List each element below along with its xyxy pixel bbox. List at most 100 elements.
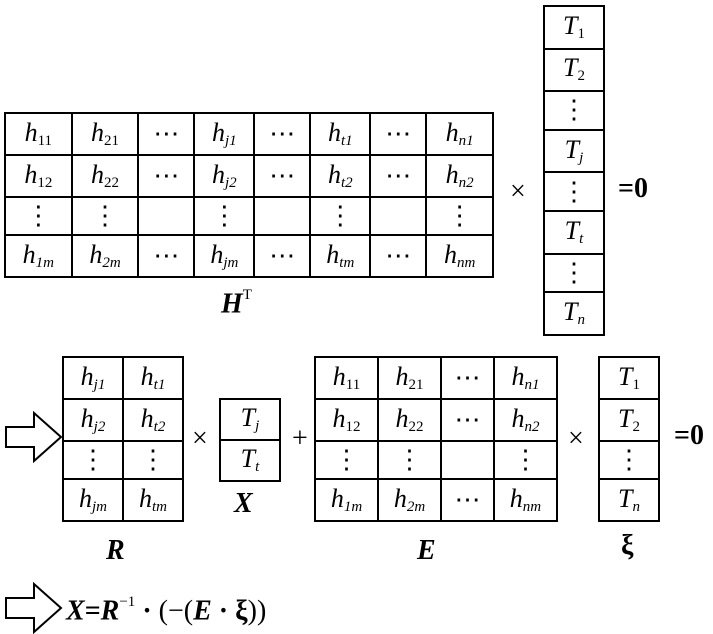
vector-row: ⋮: [598, 439, 660, 481]
final-xi: ξ: [235, 595, 248, 627]
cell-subscript: 11: [345, 376, 361, 393]
cell-subscript: n1: [458, 132, 474, 149]
x-label: X: [234, 488, 253, 519]
cell-subscript: 1m: [343, 498, 363, 515]
cell-symbol: h: [327, 159, 341, 189]
matrix-cell: ⋮: [377, 439, 443, 481]
cell-subscript: jm: [92, 498, 107, 515]
cell-symbol: h: [91, 159, 104, 189]
cell-symbol: h: [393, 483, 407, 513]
vector-row: Tj: [543, 128, 605, 174]
matrix-cell: hj1: [62, 356, 124, 400]
vector-cell: ⋮: [543, 252, 605, 294]
cell-symbol: T: [563, 297, 578, 327]
matrix-cell: ⋮: [193, 195, 256, 237]
cell-symbol: h: [445, 159, 459, 189]
matrix-cell: hn1: [425, 112, 494, 156]
cell-symbol: h: [140, 361, 154, 391]
final-e: E: [193, 595, 212, 627]
vector-cell: Tj: [543, 128, 605, 174]
cell-subscript: t: [579, 230, 584, 247]
cell-subscript: t1: [340, 132, 353, 149]
cell-symbol: h: [509, 483, 523, 513]
final-r-inverse: −1: [119, 594, 136, 610]
cell-symbol: h: [332, 403, 346, 433]
vector-row: T2: [598, 397, 660, 442]
cell-subscript: j2: [93, 418, 106, 435]
matrix-cell: [137, 195, 196, 237]
cell-symbol: ⋯: [385, 241, 412, 271]
cell-subscript: j1: [224, 132, 237, 149]
cell-subscript: t1: [153, 376, 166, 393]
matrix-row: hj1 ht1: [62, 356, 184, 400]
matrix-cell: ⋯: [137, 153, 196, 198]
cell-symbol: h: [395, 361, 409, 391]
matrix-cell: ⋯: [440, 478, 495, 522]
vector-row: Tn: [543, 291, 605, 336]
cell-subscript: 12: [345, 418, 361, 435]
cell-subscript: n2: [524, 418, 540, 435]
cell-subscript: jm: [223, 254, 239, 271]
matrix-row: ⋮ ⋮ ⋮: [313, 439, 559, 481]
cell-subscript: tm: [339, 254, 355, 271]
final-dot-1: ·: [142, 595, 152, 627]
matrix-cell: ⋯: [253, 234, 312, 278]
matrix-cell: ⋮: [70, 195, 140, 237]
result-arrow-icon: [5, 582, 63, 634]
cell-symbol: ⋯: [269, 241, 296, 271]
cell-subscript: nm: [522, 498, 542, 515]
matrix-cell: h12: [4, 153, 73, 198]
cell-symbol: h: [24, 117, 38, 147]
vector-row: T2: [543, 47, 605, 93]
cell-symbol: T: [240, 444, 256, 474]
vector-row: Tn: [598, 478, 660, 522]
cell-symbol: ⋮: [333, 444, 360, 474]
cell-symbol: T: [618, 361, 633, 391]
cell-subscript: 11: [37, 132, 53, 149]
matrix-cell: ⋮: [122, 439, 184, 481]
matrix-cell: h12: [313, 397, 380, 442]
cell-symbol: ⋮: [512, 444, 539, 474]
cell-subscript: j1: [93, 376, 106, 393]
cell-symbol: ⋯: [153, 241, 180, 271]
cell-subscript: t2: [340, 174, 353, 191]
matrix-cell: ⋯: [253, 112, 312, 156]
cell-subscript: tm: [152, 498, 167, 515]
cell-subscript: 22: [408, 418, 424, 435]
matrix-cell: ⋮: [4, 195, 73, 237]
final-eq: =: [84, 595, 101, 627]
cell-symbol: h: [80, 403, 94, 433]
vector-row: ⋮: [543, 171, 605, 213]
cell-symbol: h: [511, 403, 525, 433]
vector-row: Tj: [219, 398, 281, 441]
matrix-cell: h1m: [313, 478, 380, 522]
cell-symbol: ⋮: [327, 200, 354, 230]
cell-symbol: h: [210, 239, 224, 269]
matrix-cell: hj2: [193, 153, 256, 198]
matrix-cell: hn1: [492, 356, 559, 400]
final-r: R: [100, 595, 120, 627]
matrix-cell: ht2: [122, 397, 184, 442]
cell-symbol: ⋮: [92, 200, 118, 230]
final-close-paren: )): [247, 595, 267, 627]
matrix-cell: ⋮: [313, 439, 380, 481]
cell-symbol: ⋮: [80, 444, 106, 474]
cell-symbol: h: [91, 117, 104, 147]
matrix-cell: h2m: [377, 478, 443, 522]
matrix-cell: hn2: [492, 397, 559, 442]
cell-symbol: ⋯: [385, 118, 412, 148]
cell-subscript: n: [632, 498, 640, 515]
cell-symbol: ⋯: [385, 160, 412, 190]
matrix-cell: ht2: [309, 153, 372, 198]
cell-subscript: 1: [632, 376, 640, 393]
cell-symbol: h: [332, 361, 346, 391]
cell-symbol: ⋮: [211, 200, 238, 230]
cell-symbol: ⋯: [153, 118, 180, 148]
